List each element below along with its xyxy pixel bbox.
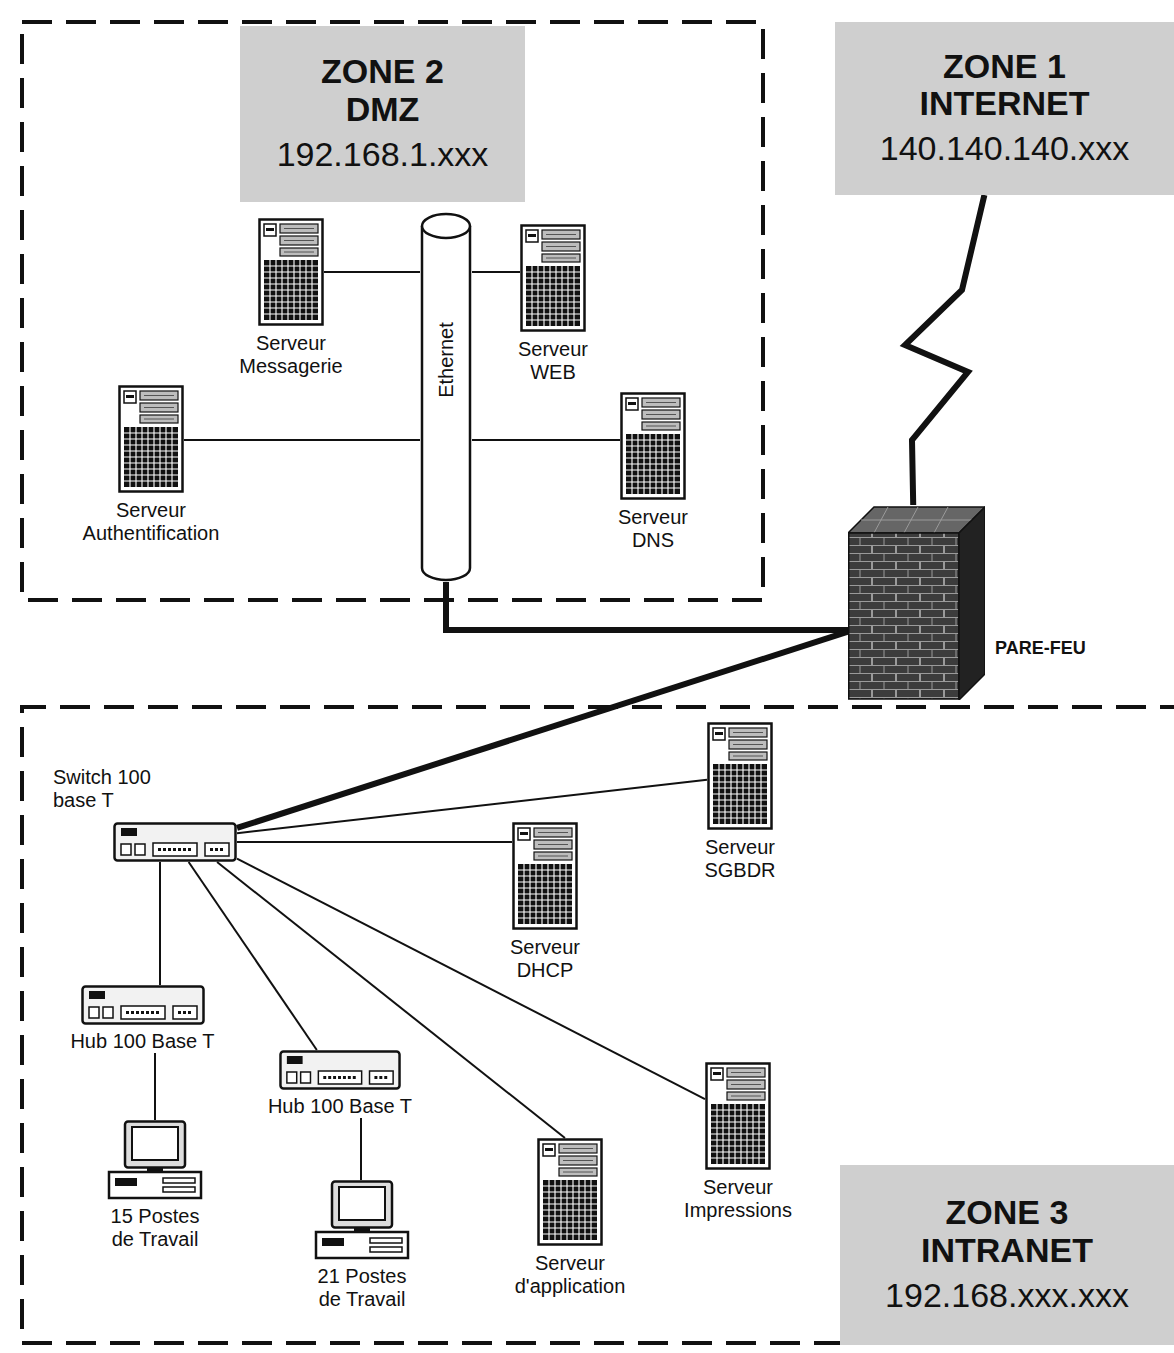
network-switch: Switch 100 base T	[113, 822, 237, 862]
workstation-icon	[109, 1122, 201, 1199]
wan-link	[905, 195, 984, 505]
server-icon	[512, 822, 578, 930]
server-label: Serveur SGBDR	[685, 836, 795, 882]
node-label: Serveur d'application	[500, 1252, 640, 1298]
node-label: Hub 100 Base T	[265, 1095, 415, 1118]
internet-zone: ZONE 1 INTERNET 140.140.140.xxx	[835, 22, 1174, 195]
address-label: 192.168.1.xxx	[277, 134, 489, 175]
server-icon	[537, 1138, 603, 1246]
node-label: Serveur Authentification	[66, 499, 236, 545]
node-label: Serveur WEB	[503, 338, 603, 384]
server-icon	[622, 394, 685, 499]
address-label: 140.140.140.xxx	[880, 128, 1130, 169]
server-icon	[118, 385, 184, 493]
hub-icon	[82, 987, 203, 1024]
workstation-group: 15 Postes de Travail	[100, 1120, 210, 1251]
network-link	[446, 582, 848, 630]
node-label: Serveur SGBDR	[685, 836, 795, 882]
network-link	[154, 1053, 156, 1120]
network-link	[237, 780, 707, 833]
server-icon	[707, 1064, 770, 1169]
address-label: 192.168.xxx.xxx	[885, 1275, 1129, 1316]
server-icon	[514, 824, 577, 929]
server-icon	[620, 392, 686, 500]
intranet-zone: ZONE 3 INTRANET 192.168.xxx.xxx Switch 100…	[20, 705, 1174, 1345]
hub-icon	[279, 1050, 401, 1090]
node-label: PARE-FEU	[995, 638, 1086, 660]
node-label: ZONE 3 INTRANET	[905, 1194, 1110, 1269]
hub-icon	[280, 1052, 399, 1089]
network-link	[360, 1118, 362, 1180]
server-icon	[522, 226, 585, 331]
server-label: Serveur d'application	[500, 1252, 640, 1298]
server-icon	[709, 724, 772, 829]
mail-server: Serveur Messagerie	[258, 218, 324, 326]
network-link	[472, 439, 620, 441]
server-icon	[707, 722, 773, 830]
network-link	[159, 862, 161, 985]
node-label: Switch 100 base T	[53, 766, 165, 812]
web-server: Serveur WEB	[520, 224, 586, 332]
switch-icon	[113, 822, 237, 862]
workstation-icon	[316, 1182, 408, 1259]
zone-panel: ZONE 2 DMZ 192.168.1.xxx	[240, 26, 525, 202]
node-label: 21 Postes de Travail	[307, 1265, 417, 1311]
application-server: Serveur d'application	[537, 1138, 603, 1246]
switch-label: Switch 100 base T	[53, 766, 165, 812]
hub-icon	[81, 985, 205, 1025]
server-icon	[705, 1062, 771, 1170]
node-label: ZONE 2 DMZ	[295, 53, 470, 128]
node-label: Hub 100 Base T	[70, 1030, 215, 1053]
network-link	[184, 439, 420, 441]
node-label: Serveur DNS	[603, 506, 703, 552]
node-label: Ethernet	[435, 322, 457, 398]
server-icon	[258, 218, 324, 326]
zone-panel: ZONE 3 INTRANET 192.168.xxx.xxx	[840, 1165, 1174, 1345]
server-label: Serveur Authentification	[66, 499, 236, 545]
server-label: Serveur WEB	[503, 338, 603, 384]
node-label: Serveur Messagerie	[226, 332, 356, 378]
dmz-zone: ZONE 2 DMZ 192.168.1.xxxServeur Messageri…	[20, 20, 765, 602]
server-icon	[120, 387, 183, 492]
ethernet-bus: Ethernet	[420, 212, 472, 582]
dns-server: Serveur DNS	[620, 392, 686, 500]
network-link	[472, 271, 520, 273]
zone-outline	[22, 22, 763, 600]
network-hub: Hub 100 Base T	[70, 985, 215, 1053]
database-server: Serveur SGBDR	[707, 722, 773, 830]
dhcp-server: Serveur DHCP	[512, 822, 578, 930]
node-label: 15 Postes de Travail	[100, 1205, 210, 1251]
node-label: Serveur Impressions	[673, 1176, 803, 1222]
print-server: Serveur Impressions	[705, 1062, 771, 1170]
ethernet-bus-icon	[422, 214, 470, 580]
node-label: ZONE 1 INTERNET	[902, 48, 1107, 123]
workstation-icon	[107, 1120, 203, 1200]
workstation-icon	[314, 1180, 410, 1260]
server-icon	[520, 224, 586, 332]
zone-outline	[22, 707, 1174, 1343]
network-link	[324, 271, 420, 273]
firewall-label: PARE-FEU	[995, 638, 1086, 660]
firewall-icon	[848, 507, 985, 700]
firewall: PARE-FEU	[848, 505, 985, 700]
network-link	[237, 841, 512, 843]
server-icon	[539, 1140, 602, 1245]
server-label: Serveur Impressions	[673, 1176, 803, 1222]
server-icon	[260, 220, 323, 325]
network-hub: Hub 100 Base T	[265, 1050, 415, 1118]
server-label: Serveur Messagerie	[226, 332, 356, 378]
workstation-group: 21 Postes de Travail	[307, 1180, 417, 1311]
switch-icon	[115, 824, 236, 861]
auth-server: Serveur Authentification	[118, 385, 184, 493]
node-label: Serveur DHCP	[495, 936, 595, 982]
firewall-icon	[848, 505, 985, 700]
server-label: Serveur DHCP	[495, 936, 595, 982]
server-label: Serveur DNS	[603, 506, 703, 552]
